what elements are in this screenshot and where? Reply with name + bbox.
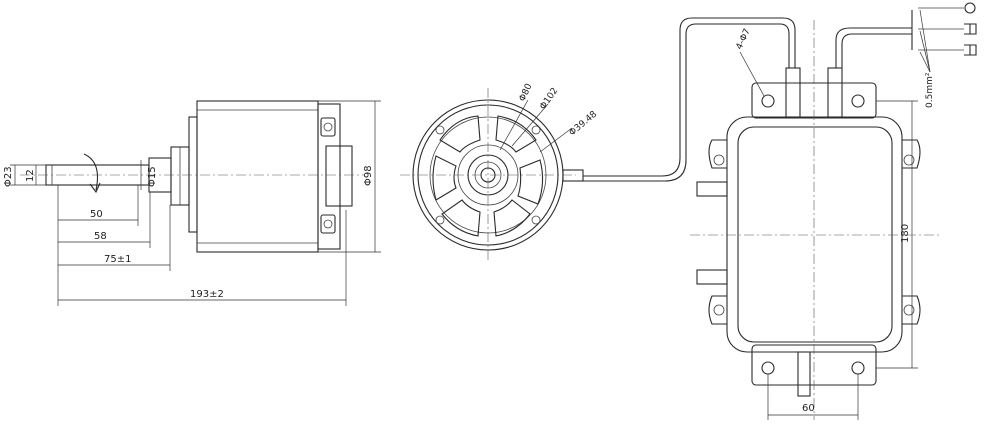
label-d102: Φ102 (538, 86, 560, 112)
label-d15: Φ15 (147, 166, 158, 187)
label-50: 50 (90, 209, 103, 220)
front-view: Φ80 Φ102 Φ39.48 (400, 82, 599, 262)
rear-cap (317, 103, 341, 250)
bottom-outlet (797, 351, 811, 397)
side-view: Φ23 12 Φ15 50 58 75±1 193±2 Φ98 (3, 100, 381, 306)
label-12: 12 (25, 169, 36, 182)
capacitor-view: 4-Φ7 180 60 0.5mm² (690, 2, 977, 420)
label-d39: Φ39.48 (568, 109, 600, 138)
side-dimension-lines (10, 100, 381, 306)
side-dimension-labels: Φ23 12 Φ15 50 58 75±1 193±2 Φ98 (3, 165, 374, 300)
capacitor-dimension-lines (739, 51, 918, 420)
rotation-arrow (83, 153, 99, 191)
label-wire: 0.5mm² (925, 72, 935, 108)
label-180: 180 (900, 224, 911, 243)
ring-holes (435, 125, 541, 225)
capacitor-housing (726, 116, 903, 353)
label-d98: Φ98 (363, 165, 374, 186)
motor-body (196, 100, 319, 253)
label-193: 193±2 (190, 289, 224, 300)
vent-windows (432, 115, 544, 237)
label-60: 60 (802, 403, 815, 414)
label-holes: 4-Φ7 (735, 27, 753, 51)
front-flange (188, 116, 198, 233)
front-dimension-labels: Φ80 Φ102 Φ39.48 (518, 82, 600, 138)
top-outlet (785, 67, 801, 118)
connecting-cable (583, 17, 796, 182)
output-leads (835, 2, 977, 73)
label-58: 58 (94, 231, 107, 242)
capacitor-dimension-labels: 4-Φ7 180 60 0.5mm² (735, 27, 935, 414)
label-75: 75±1 (104, 254, 131, 265)
cable-gland (562, 169, 584, 182)
right-lugs (902, 139, 921, 325)
label-d23: Φ23 (3, 166, 14, 187)
bolt-heads (320, 117, 336, 234)
label-d80: Φ80 (518, 82, 535, 103)
left-lugs (696, 139, 728, 325)
